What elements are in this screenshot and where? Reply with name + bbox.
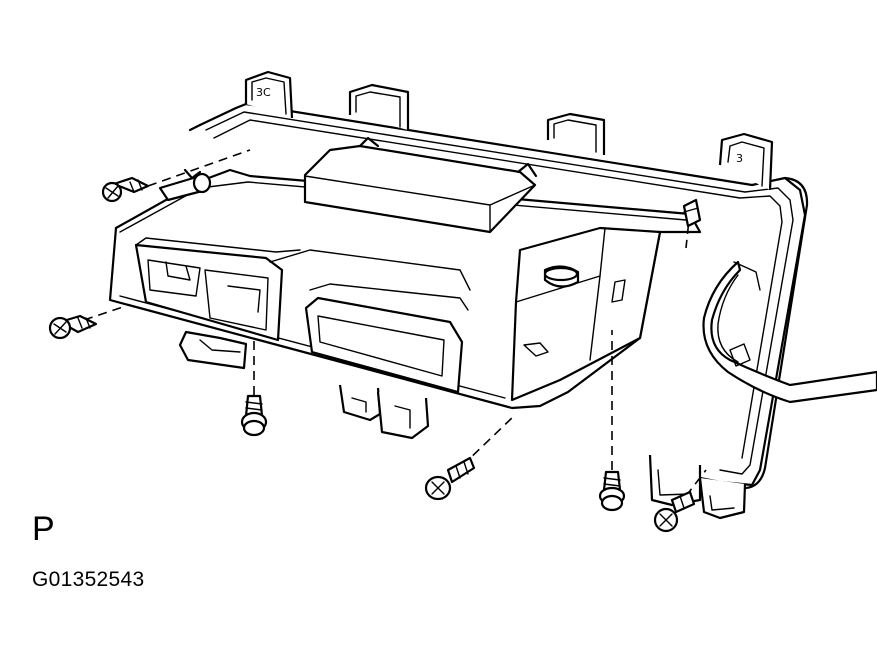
control-module [108, 136, 702, 440]
connector-center [269, 249, 471, 394]
connector-left [134, 237, 301, 342]
screw-5-icon [598, 470, 626, 512]
housing-bezel: 3C 3 [188, 70, 809, 520]
screw-4-icon [424, 456, 476, 501]
screw-3-icon [240, 394, 268, 437]
screw-1-icon [101, 176, 150, 203]
screw-leader-lines [83, 149, 707, 497]
figure-letter: P [32, 510, 55, 548]
screw-7-icon [682, 198, 702, 228]
screw-6-icon [653, 490, 696, 533]
screw-2-icon [48, 314, 98, 340]
svg-text:3: 3 [736, 152, 743, 165]
svg-text:3C: 3C [256, 86, 271, 99]
wire-harness [702, 260, 877, 404]
figure-code: G01352543 [32, 568, 145, 591]
